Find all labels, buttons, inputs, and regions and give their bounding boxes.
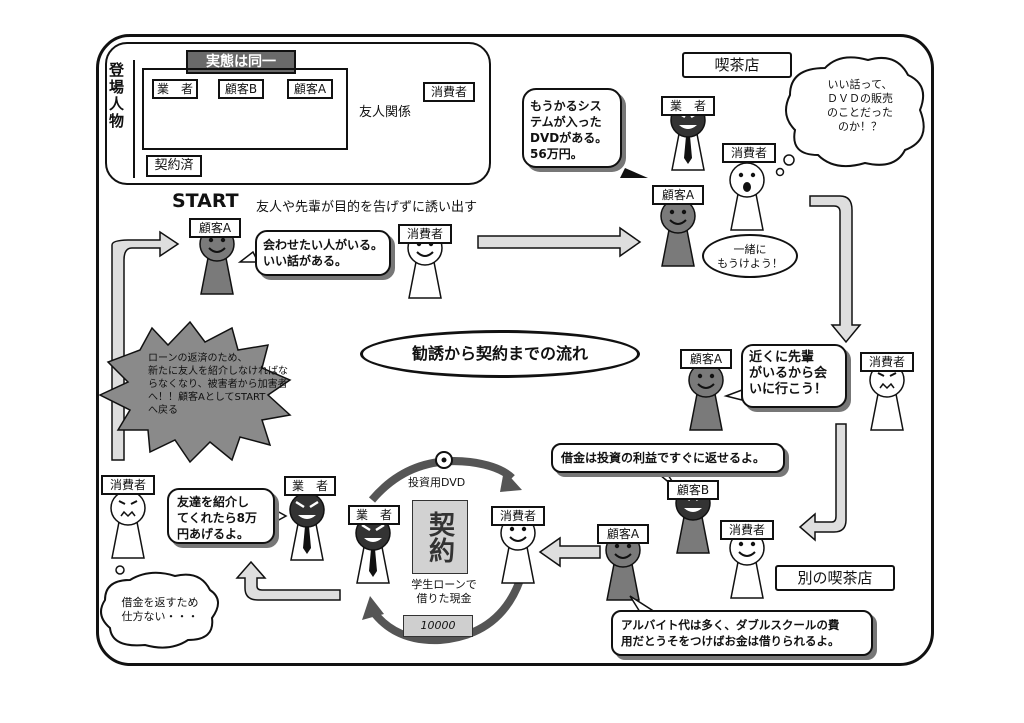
down-arrow-right bbox=[809, 195, 862, 344]
start-speech-bubble: 会わせたい人がいる。 いい話がある。 bbox=[255, 230, 391, 276]
cafe-kokyaku-a-label: 顧客A bbox=[652, 185, 704, 205]
cast-shouhisha-label: 消費者 bbox=[423, 82, 475, 102]
cafe-kokyaku-a-figure bbox=[660, 198, 696, 267]
senpai-speech-bubble: 近くに先輩 がいるから会 いに行こう！ bbox=[741, 344, 847, 408]
bubble-tail bbox=[723, 388, 743, 401]
contract-shouhisha-label: 消費者 bbox=[491, 506, 545, 526]
contract-gyousha-figure bbox=[354, 514, 392, 585]
dvd-label: 投資用DVD bbox=[408, 476, 466, 489]
return-to-start-arrow bbox=[111, 230, 180, 461]
part-time-speech-bubble: アルバイト代は多く、ダブルスクールの費 用だとうそをつけばお金は借りられるよ。 bbox=[611, 610, 873, 656]
second-shouhisha-figure bbox=[729, 530, 765, 599]
referral-shouhisha-figure bbox=[110, 490, 146, 559]
same-entity-box bbox=[142, 68, 348, 150]
to-cafe-arrow bbox=[477, 226, 642, 258]
down-arrow-second-cafe bbox=[798, 423, 847, 542]
referral-gyousha-figure bbox=[288, 491, 326, 562]
second-shouhisha-label: 消費者 bbox=[720, 520, 774, 540]
referral-gyousha-label: 業 者 bbox=[284, 476, 336, 496]
start-title: START bbox=[172, 190, 239, 212]
referral-thought-text: 借金を返すため 仕方ない・・・ bbox=[121, 596, 199, 623]
cast-gyousha-label: 業 者 bbox=[152, 79, 198, 99]
second-kokyaku-b-label: 顧客B bbox=[667, 480, 719, 500]
cafe-pitch-bubble: もうかるシス テムが入った DVDがある。 56万円。 bbox=[522, 88, 622, 168]
cast-side-label: 登場人物 bbox=[107, 62, 125, 130]
flow-title: 勧誘から契約までの流れ bbox=[360, 330, 640, 378]
cafe-shouhisha-figure bbox=[729, 162, 765, 231]
start-caption: 友人や先輩が目的を告げずに誘い出す bbox=[256, 200, 478, 215]
cast-header: 実態は同一 bbox=[186, 50, 296, 74]
money-note: 10000 bbox=[403, 615, 473, 637]
referral-speech-bubble: 友達を紹介し てくれたら8万 円あげるよ。 bbox=[167, 488, 275, 544]
bubble-tail bbox=[274, 508, 288, 524]
to-referral-arrow bbox=[235, 560, 341, 601]
referral-thought-cloud bbox=[100, 571, 219, 649]
loan-burst-text: ローンの返済のため、 新たに友人を紹介しなければな らなくなり、被害者から加害者… bbox=[148, 353, 288, 416]
contract-scroll: 契約 bbox=[412, 500, 468, 574]
second-cafe-sign: 別の喫茶店 bbox=[775, 565, 895, 591]
start-kokyaku-a-label: 顧客A bbox=[189, 218, 241, 238]
cast-kokyaku-b-label: 顧客B bbox=[218, 79, 264, 99]
outer-frame bbox=[96, 34, 934, 666]
referral-shouhisha-label: 消費者 bbox=[101, 475, 155, 495]
senpai-shouhisha-label: 消費者 bbox=[860, 352, 914, 372]
cafe-sign: 喫茶店 bbox=[682, 52, 792, 78]
second-kokyaku-a-label: 顧客A bbox=[597, 524, 649, 544]
loan-label: 学生ローンで 借りた現金 bbox=[411, 578, 477, 605]
dvd-cycle-arrowhead bbox=[500, 470, 522, 492]
bubble-tail bbox=[620, 168, 648, 178]
loan-cycle-arrow bbox=[368, 578, 524, 645]
cafe-together-bubble: 一緒に もうけよう！ bbox=[702, 234, 798, 278]
start-shouhisha-label: 消費者 bbox=[398, 224, 452, 244]
to-contract-arrow bbox=[538, 536, 601, 568]
contracted-label: 契約済 bbox=[146, 155, 202, 177]
contract-gyousha-label: 業 者 bbox=[348, 505, 400, 525]
senpai-shouhisha-figure bbox=[869, 362, 905, 431]
friend-relation-label: 友人関係 bbox=[358, 105, 411, 120]
cafe-shouhisha-label: 消費者 bbox=[722, 143, 776, 163]
cafe-gyousha-label: 業 者 bbox=[661, 96, 715, 116]
cafe-thought-text: いい話って、 ＤＶＤの販売 のことだった のか！？ bbox=[827, 78, 893, 133]
dvd-cycle-arrow bbox=[368, 457, 515, 503]
cast-kokyaku-a-label: 顧客A bbox=[287, 79, 333, 99]
senpai-kokyaku-a-label: 顧客A bbox=[680, 349, 732, 369]
loan-burst-shape bbox=[98, 320, 292, 464]
cafe-thought-cloud bbox=[785, 56, 925, 168]
contract-shouhisha-figure bbox=[500, 515, 536, 584]
loan-cycle-arrowhead bbox=[362, 596, 384, 620]
cast-divider bbox=[133, 60, 135, 178]
debt-speech-bubble: 借金は投資の利益ですぐに返せるよ。 bbox=[551, 443, 785, 473]
senpai-kokyaku-a-figure bbox=[688, 362, 724, 431]
